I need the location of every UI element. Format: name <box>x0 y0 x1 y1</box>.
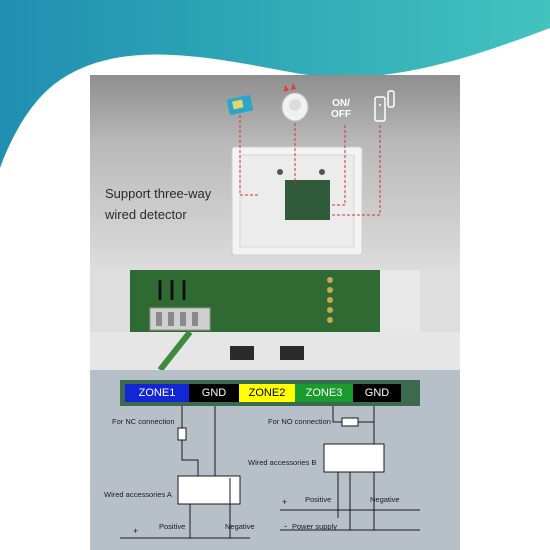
off-label: OFF <box>331 109 351 120</box>
support-line-1: Support three-way <box>105 186 212 201</box>
terminal-zone3: ZONE3 <box>295 384 353 402</box>
product-photo-panel <box>90 75 460 270</box>
negative-b-label: Negative <box>370 495 400 504</box>
terminal-gnd-2: GND <box>353 384 401 402</box>
accessory-a-label: Wired accessories A <box>104 490 172 499</box>
positive-a-label: Positive <box>159 522 186 531</box>
alarm-panel-illustration <box>226 83 395 256</box>
siren-icon <box>281 83 309 122</box>
plus-a-label: + <box>133 526 139 536</box>
terminal-zone1: ZONE1 <box>125 384 189 402</box>
power-switch-label: ON/ OFF <box>331 98 351 120</box>
sim-card-icon <box>226 95 254 115</box>
on-label: ON/ <box>332 98 350 109</box>
terminal-gnd-1: GND <box>189 384 239 402</box>
positive-b-label: Positive <box>305 495 332 504</box>
support-caption: Support three-way wired detector <box>105 183 211 225</box>
door-contact-icon <box>374 90 395 122</box>
circuit-board-panel <box>90 270 460 370</box>
nc-connection-label: For NC connection <box>112 417 175 426</box>
support-line-2: wired detector <box>105 207 187 222</box>
plus-b-label: + <box>282 497 288 507</box>
terminal-zone2: ZONE2 <box>239 384 295 402</box>
power-supply-label: Power supply <box>292 522 338 531</box>
no-connection-label: For NO connection <box>268 417 331 426</box>
minus-b-label: - <box>284 521 287 531</box>
header-wave <box>0 0 550 168</box>
negative-a-label: Negative <box>225 522 255 531</box>
terminal-block: ZONE1 GND ZONE2 ZONE3 GND <box>125 384 401 402</box>
accessory-b-label: Wired accessories B <box>248 458 317 467</box>
circuit-board-illustration <box>90 270 460 370</box>
